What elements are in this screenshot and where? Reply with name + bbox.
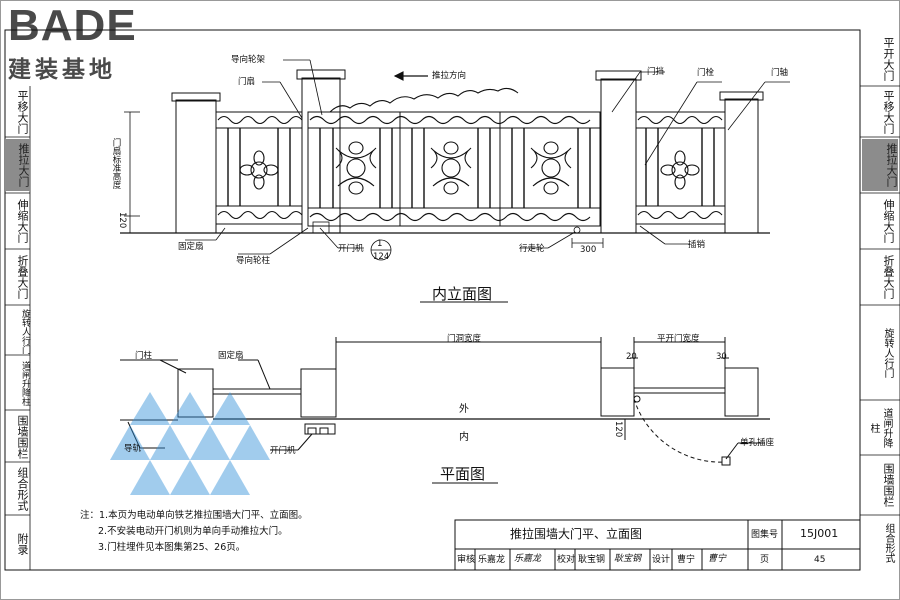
left-tab-fence[interactable]: 围墙围栏 xyxy=(16,415,29,459)
right-tab-telescopic-gate[interactable]: 伸缩大门 xyxy=(882,199,895,243)
label-travel-wheel: 行走轮 xyxy=(519,244,545,254)
left-tab-combination[interactable]: 组合形式 xyxy=(16,467,29,511)
review-name: 乐嘉龙 xyxy=(478,555,506,565)
label-inside: 内 xyxy=(459,432,469,443)
logo-wordmark: BADE xyxy=(8,1,137,50)
left-tab-appendix[interactable]: 附录 xyxy=(16,533,29,555)
title-block-lines xyxy=(454,519,861,571)
design-signature: 曹宁 xyxy=(708,554,727,564)
elevation-title: 内立面图 xyxy=(432,285,493,303)
page-number: 45 xyxy=(814,555,826,565)
left-tab-translation-gate[interactable]: 平移大门 xyxy=(16,90,29,134)
right-tab-revolving-door[interactable]: 旋转人行门 xyxy=(882,328,893,378)
design-label: 设计 xyxy=(652,555,671,565)
left-tab-separators xyxy=(5,86,31,570)
dim-30: 30 xyxy=(716,352,727,362)
label-guide-wheel-post: 导向轮柱 xyxy=(236,256,271,266)
dim-120-elevation: 120 xyxy=(117,212,127,229)
check-name: 耿宝钢 xyxy=(578,555,606,565)
label-guide-bracket: 导向轮架 xyxy=(231,55,266,65)
right-tab-folding-gate[interactable]: 折叠大门 xyxy=(882,255,895,299)
plan-drawing xyxy=(120,337,770,466)
callout-page: 124 xyxy=(373,252,390,262)
left-tab-telescopic-gate[interactable]: 伸缩大门 xyxy=(16,199,29,243)
left-tab-folding-gate[interactable]: 折叠大门 xyxy=(16,255,29,299)
left-tab-barrier[interactable]: 道闸升降柱 xyxy=(20,360,30,406)
dim-20: 20 xyxy=(626,352,637,362)
right-tab-translation-gate[interactable]: 平移大门 xyxy=(882,90,895,134)
label-door-axle: 门轴 xyxy=(771,68,789,78)
plan-title: 平面图 xyxy=(440,465,486,483)
left-tab-revolving-door[interactable]: 旋转人行门 xyxy=(20,308,30,354)
label-door-leaf: 门扇 xyxy=(238,77,256,87)
note-2: 2.不安装电动开门机则为单向手动推拉大门。 xyxy=(98,526,288,537)
check-label: 校对 xyxy=(557,555,576,565)
label-gate-height: 门扇标准高度 xyxy=(111,138,121,189)
title-block-atlas-label: 图集号 xyxy=(751,530,779,540)
title-block-title: 推拉围墙大门平、立面图 xyxy=(510,527,643,541)
label-rail: 导轨 xyxy=(124,444,142,454)
left-tab-sliding-gate[interactable]: 推拉大门 xyxy=(5,139,30,191)
label-opener-plan: 开门机 xyxy=(270,446,296,456)
right-tab-combination[interactable]: 组合形式 xyxy=(883,523,894,563)
note-3: 3.门柱埋件见本图集第25、26页。 xyxy=(98,542,246,553)
review-label: 审核 xyxy=(457,555,476,565)
label-pin-seat: 单孔插座 xyxy=(740,438,775,448)
label-door-bolt: 门栓 xyxy=(697,68,715,78)
elevation-leaders xyxy=(124,59,790,261)
design-name: 曹宁 xyxy=(677,555,696,565)
page-label: 页 xyxy=(760,555,770,565)
callout-number: 1 xyxy=(377,239,383,249)
label-fixed-leaf-plan: 固定扇 xyxy=(218,351,244,361)
label-push-direction: 推拉方向 xyxy=(432,71,467,81)
watermark-triangles xyxy=(110,392,270,495)
label-opening-width: 门洞宽度 xyxy=(447,334,482,344)
dim-300: 300 xyxy=(580,245,597,255)
check-signature: 耿宝钢 xyxy=(614,554,642,564)
review-signature: 乐嘉龙 xyxy=(514,554,542,564)
dim-120-plan: 120 xyxy=(613,421,623,438)
gate-bars xyxy=(227,128,715,208)
label-door-stop: 门挡 xyxy=(647,67,665,77)
label-swing-width: 平开门宽度 xyxy=(657,334,700,344)
title-block-atlas-no: 15J001 xyxy=(800,527,839,540)
label-fixed-leaf-elevation: 固定扇 xyxy=(178,242,204,252)
label-pillar: 门柱 xyxy=(135,351,153,361)
right-tab-swing-gate[interactable]: 平开大门 xyxy=(882,37,895,81)
label-outside: 外 xyxy=(459,404,469,415)
label-opener-elevation: 开门机 xyxy=(338,244,364,254)
logo-subtitle: 建装基地 xyxy=(8,57,116,83)
gate-ornaments xyxy=(217,71,723,222)
label-latch-pin: 插销 xyxy=(688,240,706,250)
right-tab-barrier[interactable]: 道闸升降柱 xyxy=(868,408,892,448)
right-tab-sliding-gate[interactable]: 推拉大门 xyxy=(862,139,898,191)
note-1: 注：1.本页为电动单向铁艺推拉围墙大门平、立面图。 xyxy=(80,510,308,521)
right-tab-separators xyxy=(860,85,900,516)
elevation-drawing xyxy=(120,69,770,234)
right-tab-fence[interactable]: 围墙围栏 xyxy=(882,463,895,507)
